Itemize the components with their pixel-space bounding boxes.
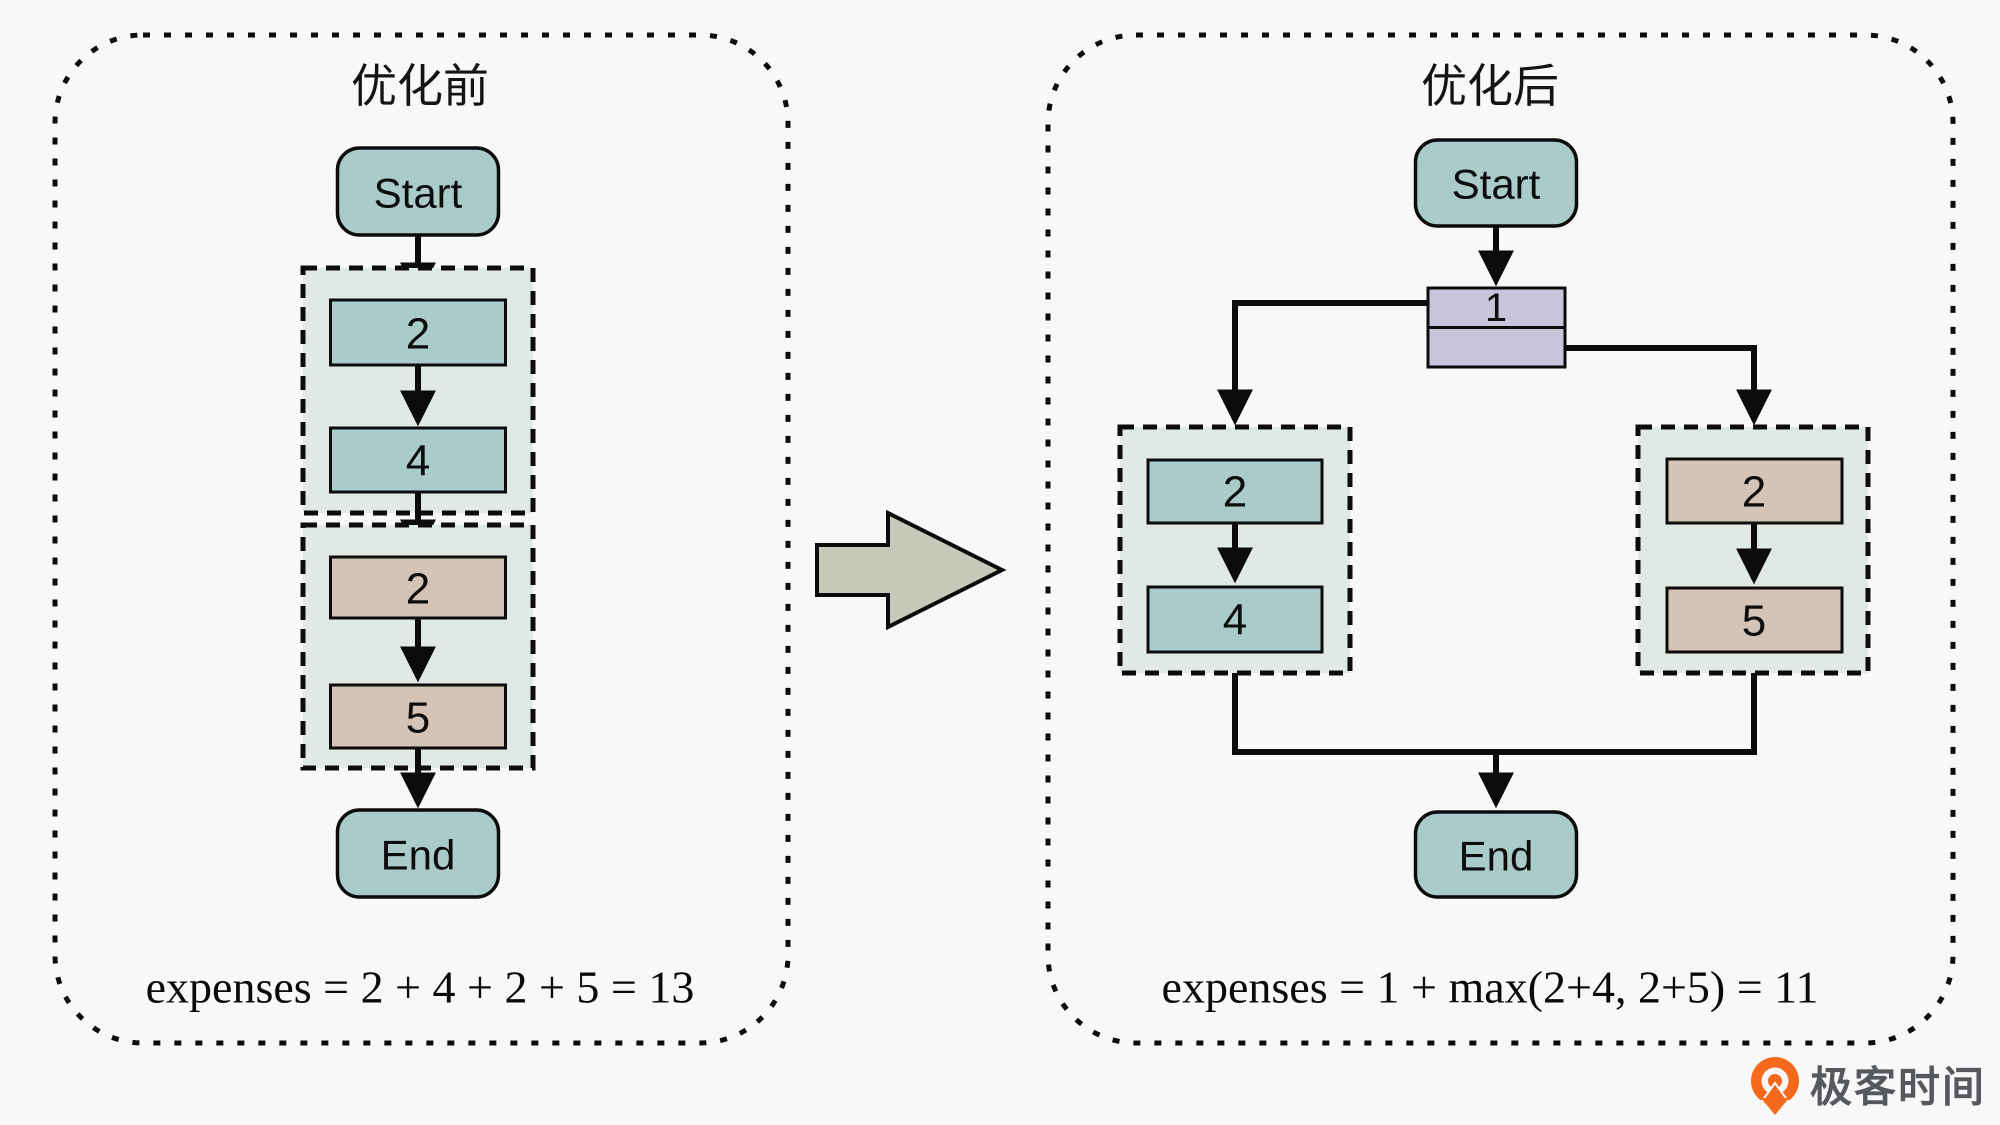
after-start-label: Start <box>1452 161 1541 208</box>
after-edge-split-to-left-branch <box>1217 300 1428 426</box>
after-right-branch-node-2-label: 2 <box>1742 468 1766 517</box>
transform-right-arrow-icon <box>815 509 1007 631</box>
after-end-node <box>1413 810 1579 899</box>
before-stage1-node-4-label: 4 <box>406 437 430 486</box>
before-stage2-node-2 <box>329 555 507 620</box>
after-left-branch-node-4-label: 4 <box>1223 596 1247 645</box>
before-stage1-node-4 <box>329 426 507 494</box>
panel-after-dashed-border <box>1045 32 1956 1046</box>
after-end-label: End <box>1459 833 1534 880</box>
after-split-node-label: 1 <box>1485 286 1507 330</box>
after-left-branch-node-4 <box>1146 585 1324 654</box>
after-right-branch-node-5 <box>1665 586 1844 654</box>
before-stage2-node-5-label: 5 <box>406 694 430 743</box>
before-end-label: End <box>381 832 456 879</box>
after-edge-split-to-right-branch <box>1565 345 1772 426</box>
before-stage2-node-2-label: 2 <box>406 565 430 614</box>
geektime-watermark: 极客时间 <box>1751 1057 1986 1115</box>
after-expenses-formula: expenses = 1 + max(2+4, 2+5) = 11 <box>1162 962 1819 1013</box>
logo-center-dot <box>1768 1074 1782 1088</box>
before-stage1-node-2-label: 2 <box>406 310 430 359</box>
before-stage2-node-5 <box>329 683 507 750</box>
after-left-branch-node-2 <box>1146 458 1324 525</box>
before-expenses-formula: expenses = 2 + 4 + 2 + 5 = 13 <box>146 962 695 1013</box>
before-start-label: Start <box>374 170 463 217</box>
after-merge-connector <box>1232 673 1757 755</box>
panel-after: 优化后 Start 1 2 4 2 5 End expenses = 1 + <box>1045 32 1956 1046</box>
geektime-logo-text: 极客时间 <box>1810 1064 1986 1111</box>
panel-before: 优化前 Start 2 4 2 5 End expenses = 2 + 4 +… <box>52 32 791 1046</box>
geektime-logo-icon <box>1751 1057 1799 1115</box>
after-left-branch-node-2-label: 2 <box>1223 468 1247 517</box>
panel-before-dashed-border <box>52 32 791 1046</box>
logo-pin-point <box>1761 1098 1789 1115</box>
panel-after-title: 优化后 <box>1421 60 1559 112</box>
after-right-branch-node-5-label: 5 <box>1742 597 1766 646</box>
panel-before-title: 优化前 <box>351 60 489 112</box>
before-end-node <box>335 808 501 899</box>
